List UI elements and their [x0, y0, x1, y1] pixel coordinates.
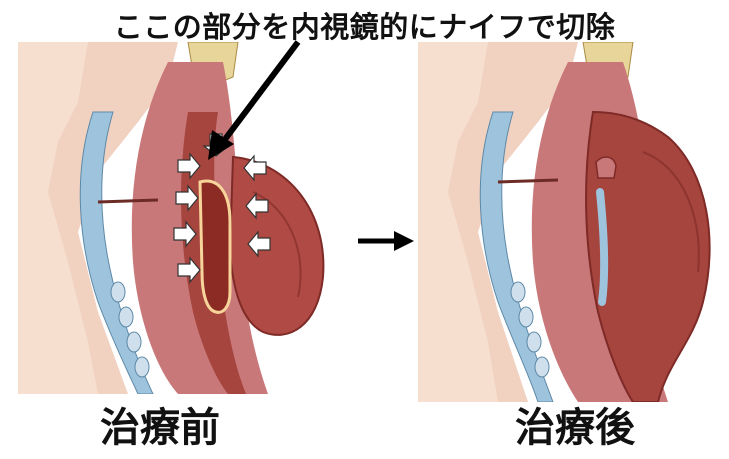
pointer-arrow-icon — [200, 38, 310, 172]
after-label: 治療後 — [515, 395, 635, 453]
right-arrow-icon — [356, 229, 416, 257]
before-label: 治療前 — [100, 395, 220, 453]
top-caption: ここの部分を内視鏡的にナイフで切除 — [0, 4, 729, 46]
after-illustration — [418, 42, 721, 402]
